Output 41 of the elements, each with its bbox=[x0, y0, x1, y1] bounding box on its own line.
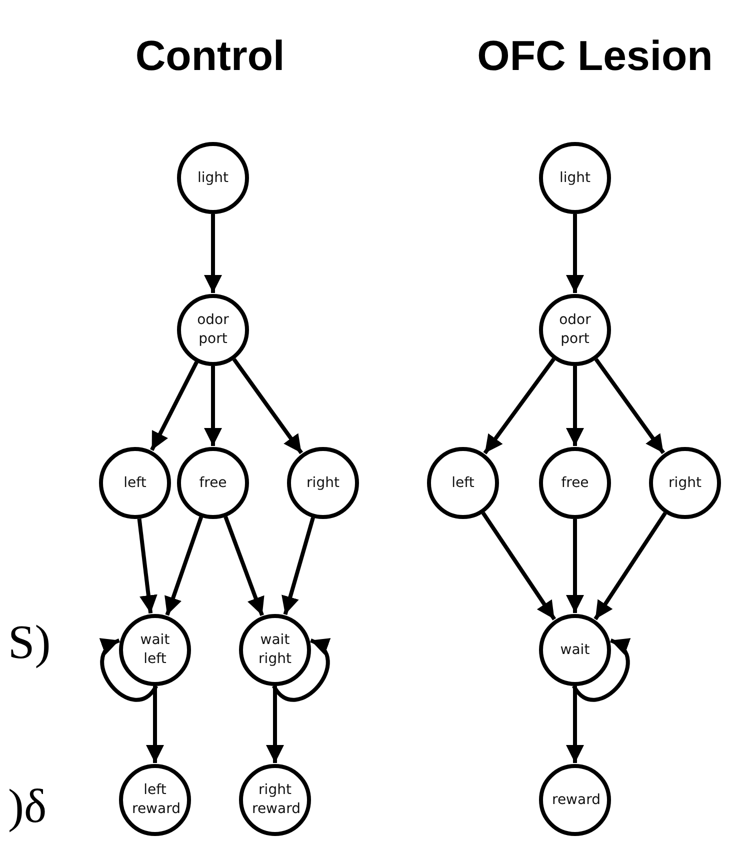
arrow bbox=[137, 518, 158, 614]
panel-title: Control bbox=[135, 32, 285, 80]
arrow bbox=[282, 517, 315, 615]
arrow bbox=[566, 366, 584, 446]
arrow bbox=[232, 358, 304, 454]
state-label: free bbox=[560, 474, 590, 492]
state-label: right reward bbox=[252, 781, 298, 819]
panel-title: OFC Lesion bbox=[477, 32, 713, 80]
state-label: light bbox=[558, 168, 592, 188]
arrow bbox=[204, 366, 222, 446]
arrow bbox=[566, 214, 584, 293]
state-label: free bbox=[198, 474, 228, 492]
arrow bbox=[566, 686, 584, 763]
state-label: left bbox=[122, 474, 148, 492]
arrow bbox=[266, 686, 284, 763]
state-label: left bbox=[450, 474, 476, 492]
self-loop-arrow bbox=[572, 638, 631, 702]
arrow bbox=[146, 686, 164, 763]
arrow bbox=[566, 519, 584, 613]
state-label: light bbox=[196, 168, 230, 188]
self-loop-arrow bbox=[272, 638, 331, 702]
state-label: wait left bbox=[139, 631, 171, 669]
state-label: wait bbox=[559, 640, 591, 660]
arrow bbox=[150, 361, 198, 451]
arrow bbox=[483, 358, 556, 454]
state-label: left reward bbox=[132, 781, 178, 819]
arrow bbox=[164, 516, 204, 616]
arrow bbox=[481, 512, 556, 620]
state-label: reward bbox=[552, 790, 598, 810]
self-loop-arrow bbox=[99, 638, 158, 702]
equation-fragment: S) bbox=[7, 615, 52, 671]
equation-fragment: )δ bbox=[7, 779, 48, 835]
arrow bbox=[224, 516, 264, 616]
state-label: right bbox=[668, 474, 702, 492]
state-label: odor port bbox=[196, 311, 230, 349]
arrow bbox=[594, 512, 667, 620]
state-label: right bbox=[306, 474, 340, 492]
arrow bbox=[204, 214, 222, 293]
arrow bbox=[594, 358, 666, 454]
state-label: wait right bbox=[258, 631, 292, 669]
state-label: odor port bbox=[558, 311, 592, 349]
